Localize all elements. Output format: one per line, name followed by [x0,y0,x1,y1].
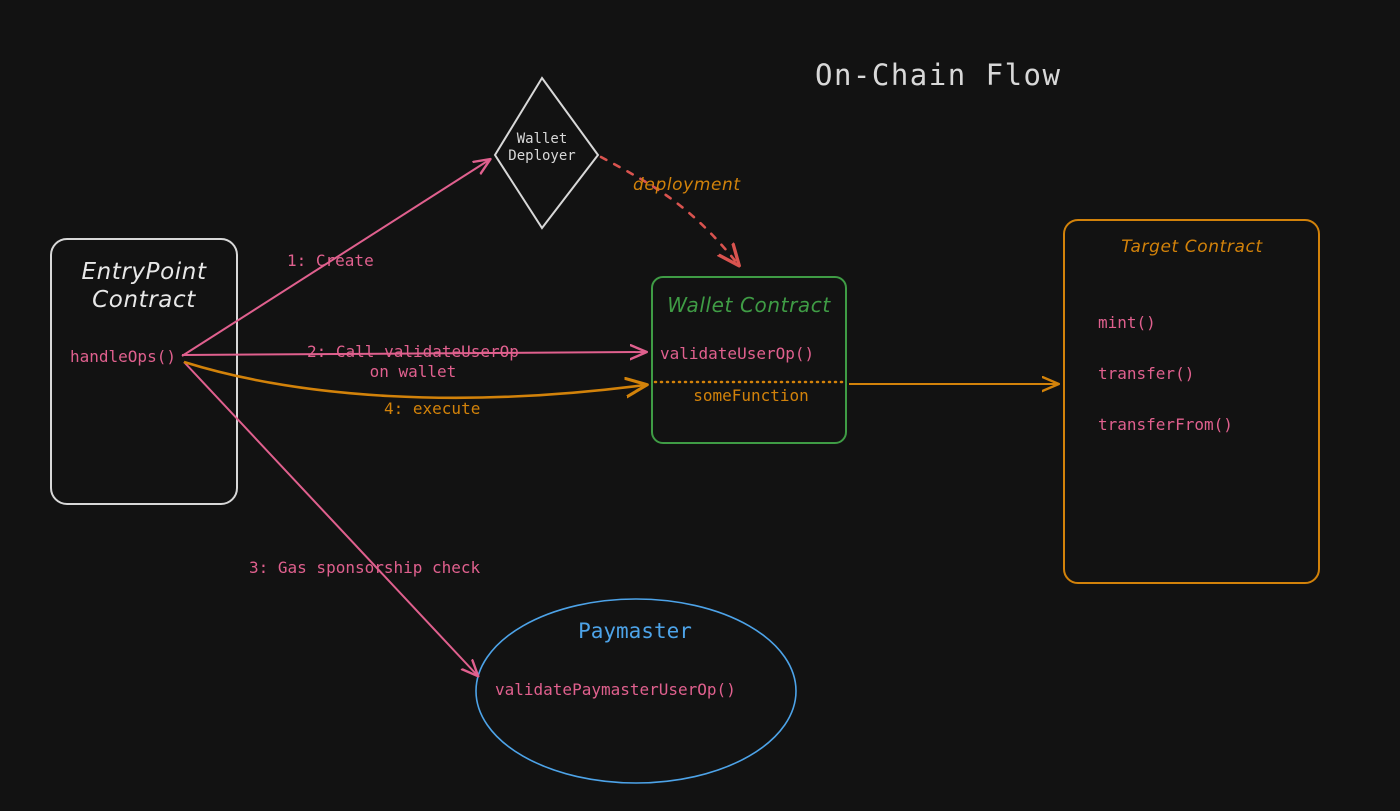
paymaster-method-validatepaymasteruserop[interactable]: validatePaymasterUserOp() [495,680,736,699]
wallet-contract-somefunction[interactable]: someFunction [693,386,809,405]
wallet-deployer-title: Wallet Deployer [508,131,576,165]
wallet-contract-title: Wallet Contract [667,293,831,317]
edge-deployment [599,155,737,263]
node-wallet-contract[interactable] [651,276,847,444]
target-contract-method-mint[interactable]: mint() [1098,313,1156,332]
entrypoint-title: EntryPoint Contract [81,259,207,314]
edge-label-gas-sponsorship: 3: Gas sponsorship check [249,558,481,577]
node-target-contract[interactable] [1063,219,1320,584]
edge-execute [183,360,645,400]
node-wallet-deployer[interactable] [493,76,600,230]
edge-label-create: 1: Create [287,251,374,270]
wallet-contract-method-validateuserop[interactable]: validateUserOp() [660,344,815,363]
edge-label-execute: 4: execute [384,399,481,418]
target-contract-method-transfer[interactable]: transfer() [1098,364,1195,383]
edge-validate [181,352,645,355]
entrypoint-method-handleops[interactable]: handleOps() [70,347,176,366]
paymaster-title: Paymaster [578,619,692,643]
node-paymaster[interactable] [475,598,797,784]
page-title: On-Chain Flow [815,58,1062,92]
edge-label-deployment: deployment [633,175,741,195]
node-entrypoint-contract[interactable] [50,238,238,505]
target-contract-title: Target Contract [1121,237,1263,257]
edge-create [181,160,489,357]
target-contract-method-transferfrom[interactable]: transferFrom() [1098,415,1233,434]
edge-gas-sponsorship [183,361,477,675]
edge-label-validate: 2: Call validateUserOp on wallet [307,342,519,381]
